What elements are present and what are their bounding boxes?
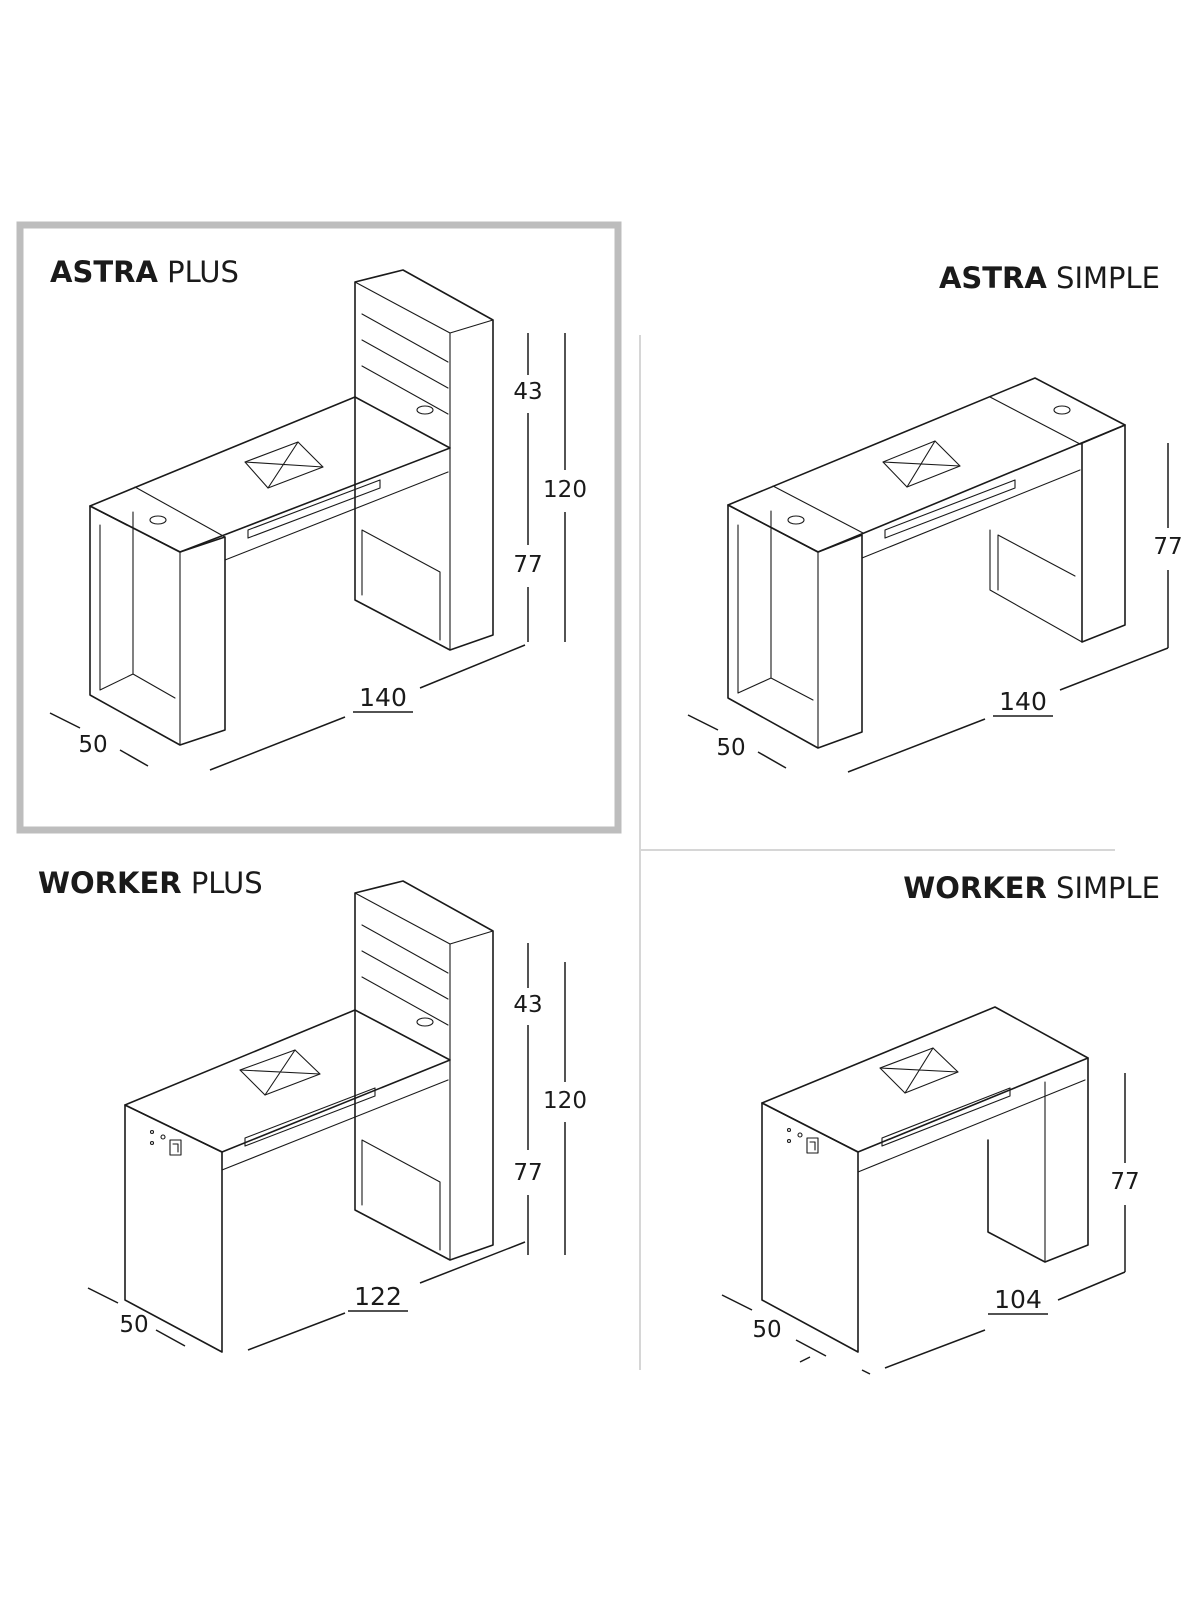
desk-drawing-astra-simple [727,377,1126,749]
panel-title: ASTRA SIMPLE [939,261,1160,295]
desk-drawing-astra-plus [89,269,494,746]
shelf-height-dimension: 43 [513,379,542,405]
total-height-dimension: 120 [543,1088,587,1114]
panel-astra-simple: ASTRA SIMPLE 50 140 [687,261,1183,773]
desk-drawing-worker-plus [124,880,494,1353]
desk-height-dimension: 77 [513,1160,542,1186]
desk-height-dimension: 77 [513,552,542,578]
highlight-frame [16,221,622,834]
depth-dimension: 50 [119,1312,148,1338]
desk-height-dimension: 77 [1110,1169,1139,1195]
width-dimension: 104 [994,1285,1042,1314]
panel-worker-plus: WORKER PLUS [38,866,587,1353]
shelf-height-dimension: 43 [513,992,542,1018]
desk-drawing-worker-simple [761,1006,1089,1353]
panel-title: WORKER PLUS [38,866,263,900]
panel-title: WORKER SIMPLE [903,871,1160,905]
width-dimension: 122 [354,1282,402,1311]
depth-dimension: 50 [752,1317,781,1343]
depth-dimension: 50 [78,732,107,758]
panel-worker-simple: WORKER SIMPLE 50 104 [721,871,1160,1375]
width-dimension: 140 [999,687,1047,716]
total-height-dimension: 120 [543,477,587,503]
panel-title: ASTRA PLUS [50,255,239,289]
panel-astra-plus: ASTRA PLUS [49,255,587,771]
depth-dimension: 50 [716,735,745,761]
width-dimension: 140 [359,683,407,712]
desk-height-dimension: 77 [1153,534,1182,560]
